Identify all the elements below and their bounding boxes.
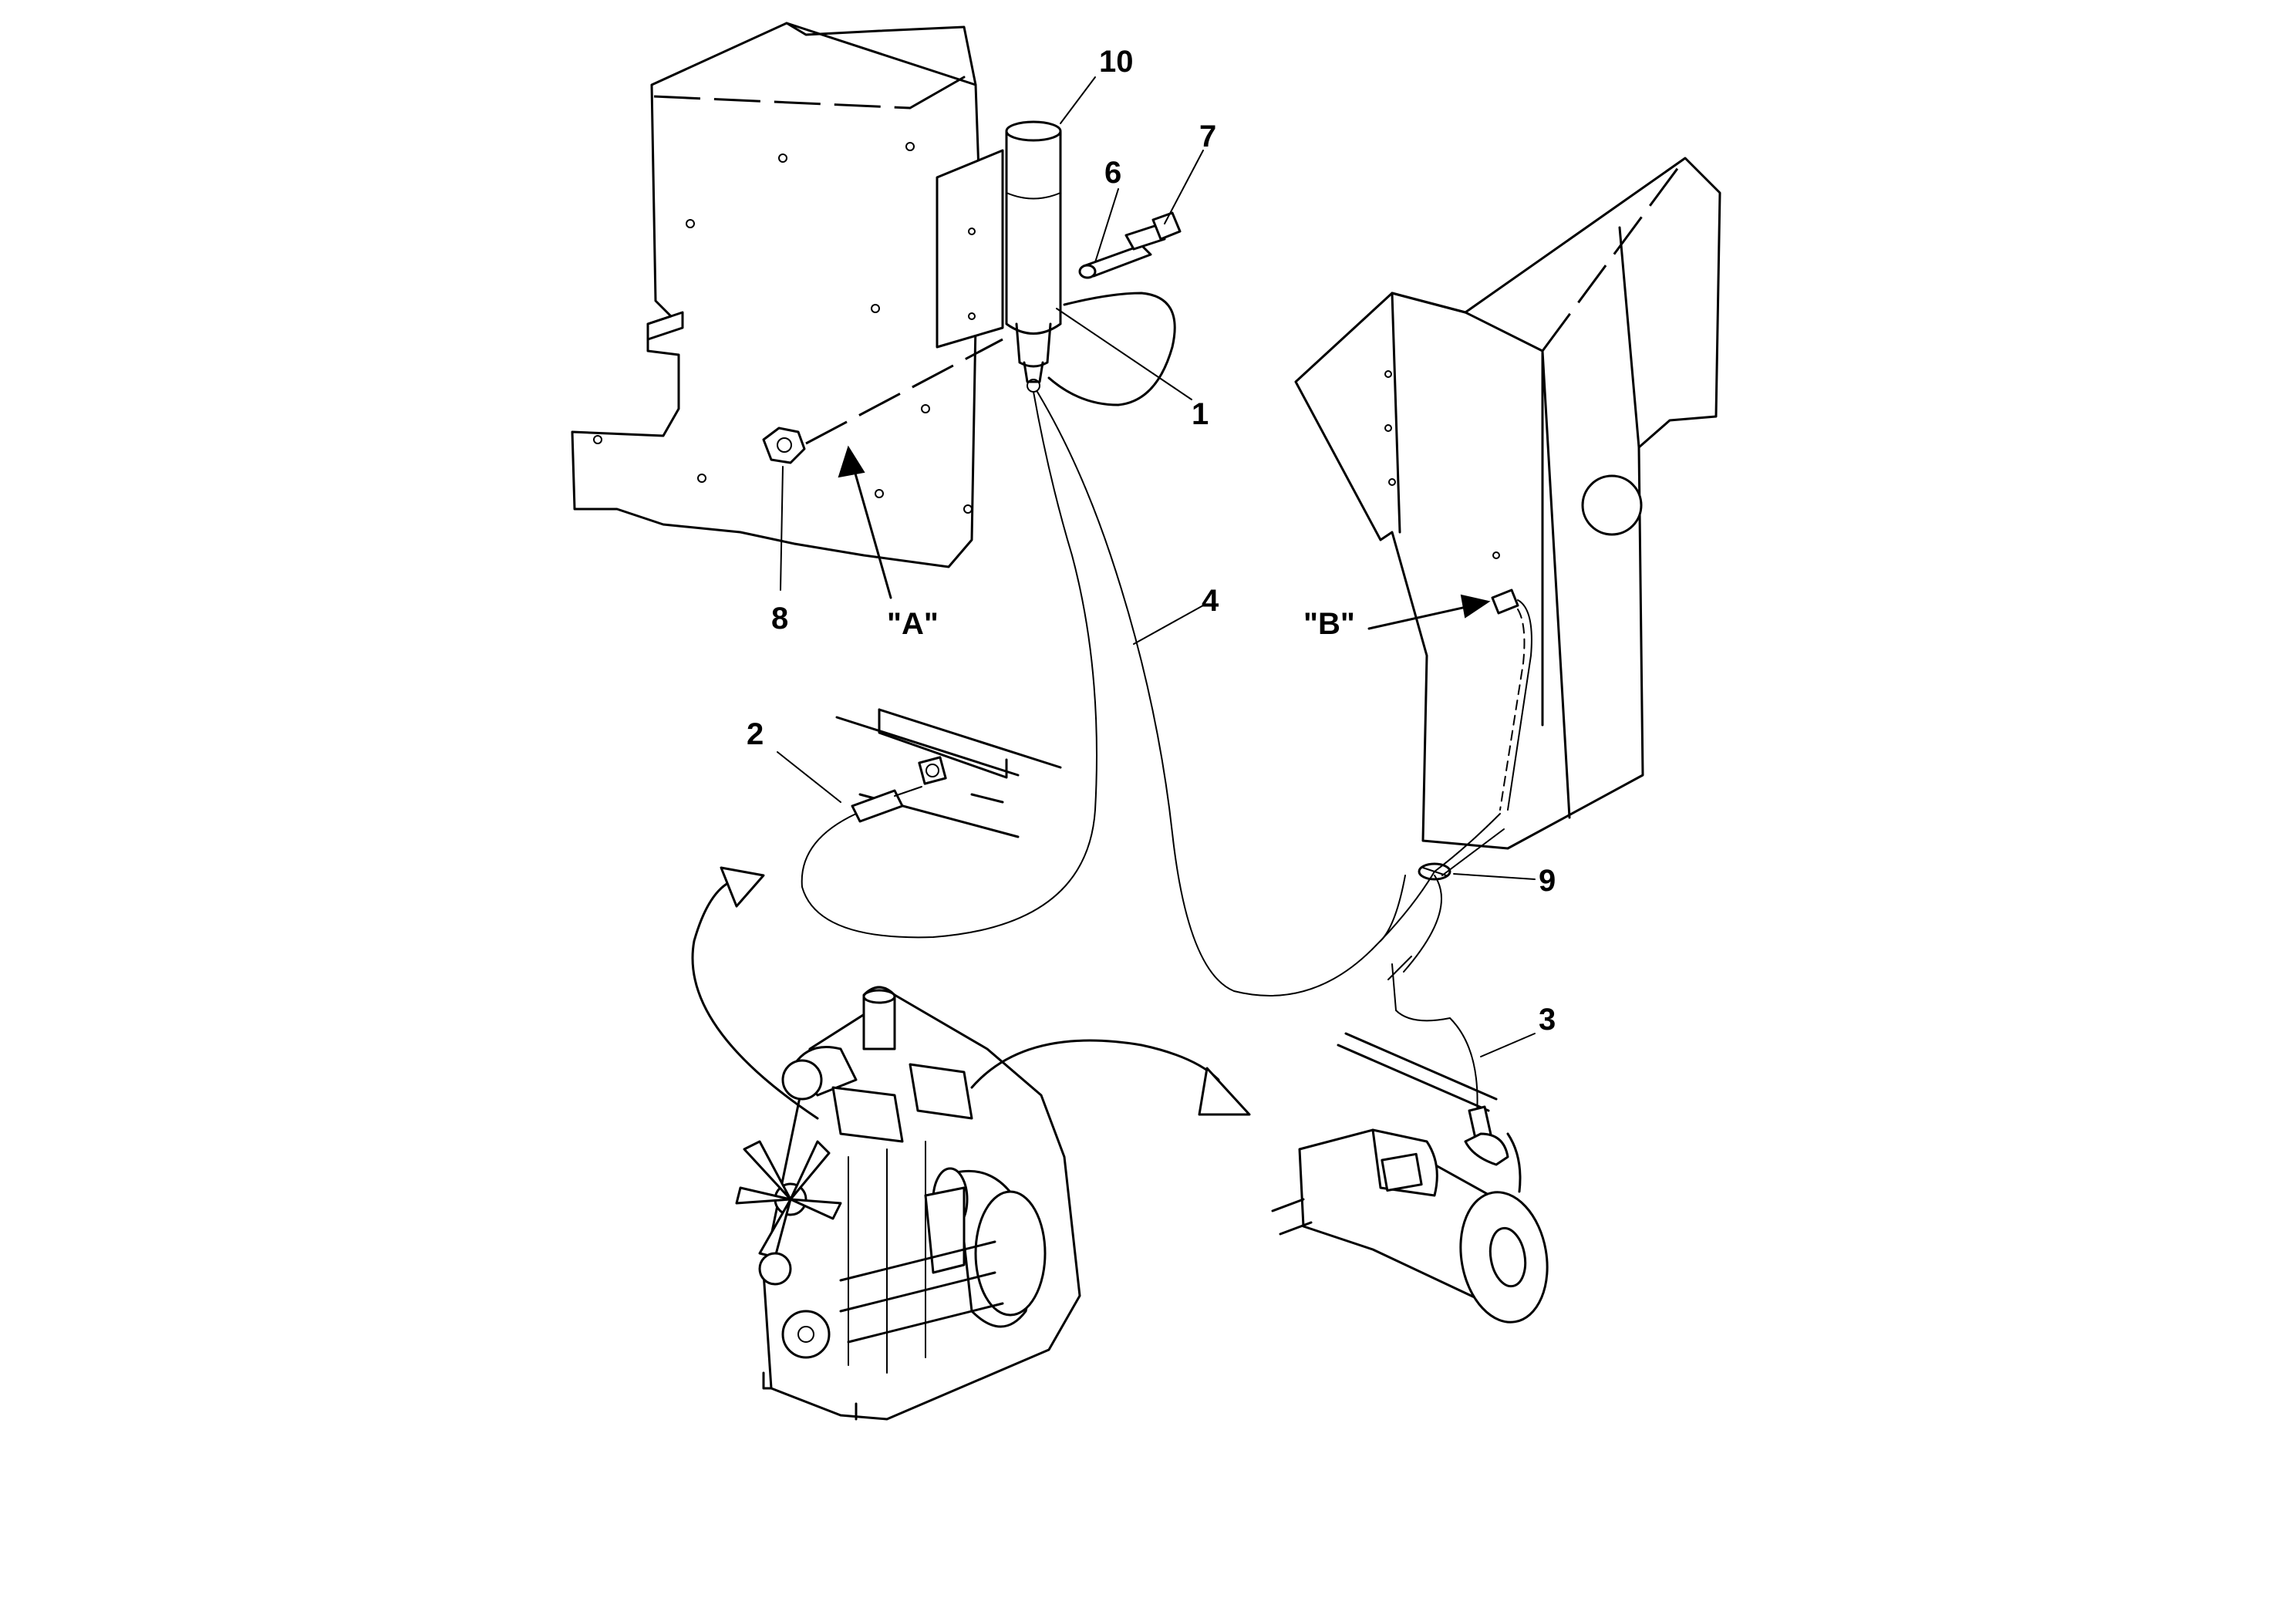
callout-7: 7 — [1199, 120, 1216, 153]
right-shroud — [1294, 157, 1721, 850]
reservoir-canister — [1005, 120, 1062, 393]
panel-holes — [593, 142, 973, 514]
callout-detail-b: "B" — [1303, 607, 1355, 641]
starter-motor — [1271, 1032, 1549, 1324]
callout-4: 4 — [1202, 584, 1219, 618]
callout-9: 9 — [1539, 864, 1556, 898]
wiring-harness — [801, 391, 1505, 1115]
engine — [735, 986, 1081, 1421]
detail-b-arrow — [1367, 594, 1491, 630]
detail-a-arrow — [838, 445, 892, 599]
callout-1: 1 — [1192, 397, 1209, 431]
callout-8: 8 — [771, 602, 788, 636]
shroud-holes — [1384, 370, 1500, 559]
callout-6: 6 — [1104, 156, 1121, 190]
callout-2: 2 — [747, 717, 764, 751]
assembly-line-nut — [805, 338, 1003, 445]
engine-to-sensor-arrow — [691, 866, 819, 1120]
terminal-and-bolt — [1047, 211, 1182, 406]
fan — [735, 1140, 842, 1259]
callout-detail-a: "A" — [887, 607, 939, 641]
leader-lines — [777, 76, 1536, 1057]
callout-10: 10 — [1099, 45, 1134, 79]
nut — [762, 427, 806, 464]
mounting-panel — [571, 22, 1004, 568]
callout-3: 3 — [1539, 1003, 1556, 1037]
rail-and-sensor — [835, 708, 1062, 838]
engine-to-starter-arrow — [970, 1039, 1251, 1116]
